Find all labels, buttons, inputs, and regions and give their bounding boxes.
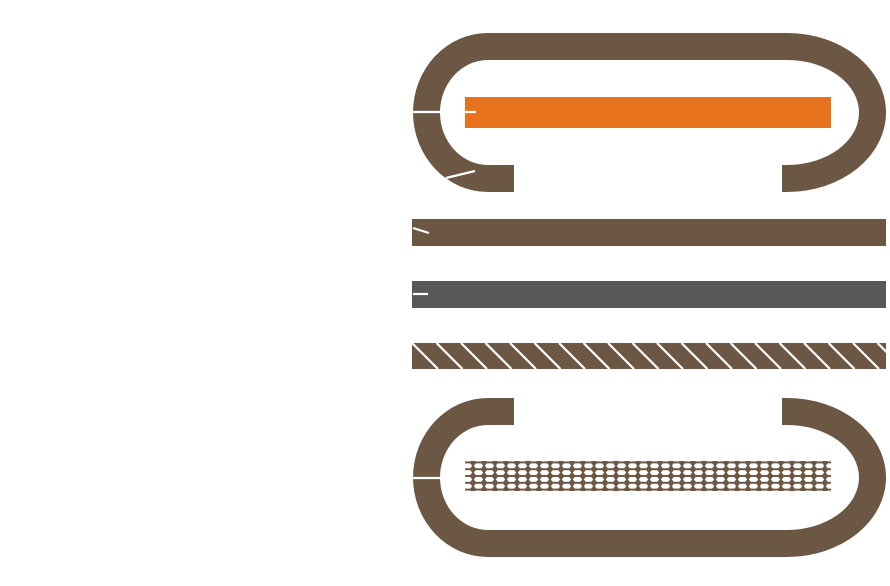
- hatch-line: [460, 343, 488, 369]
- hatch-line: [705, 343, 733, 369]
- hatch-line: [582, 343, 611, 369]
- divider-marks: [412, 110, 476, 480]
- hatch-line: [607, 343, 635, 369]
- textile-hatching: [412, 343, 886, 369]
- hatch-line: [729, 343, 758, 369]
- hatch-line: [412, 343, 439, 369]
- hatch-line: [656, 343, 684, 369]
- hatch-line: [852, 343, 880, 369]
- hatch-line: [680, 343, 709, 369]
- mesh-strip: [465, 461, 831, 491]
- flat-layer-cut-mark: [412, 226, 430, 235]
- bottom-shell: [413, 398, 887, 557]
- steel-layer: [412, 281, 886, 308]
- top-shell: [413, 33, 887, 192]
- hatch-line: [435, 343, 464, 369]
- hatch-line: [533, 343, 562, 369]
- top-shell-lower-cut-mark: [445, 169, 476, 180]
- hatch-line: [827, 343, 856, 369]
- hatch-line: [778, 343, 807, 369]
- hatch-line: [631, 343, 660, 369]
- hatch-line: [484, 343, 513, 369]
- hatch-line: [754, 343, 782, 369]
- flat-layer: [412, 219, 886, 246]
- hatch-line: [558, 343, 586, 369]
- hatch-line: [509, 343, 537, 369]
- hatch-line: [876, 343, 886, 354]
- core-strip: [465, 97, 831, 128]
- hatch-line: [803, 343, 831, 369]
